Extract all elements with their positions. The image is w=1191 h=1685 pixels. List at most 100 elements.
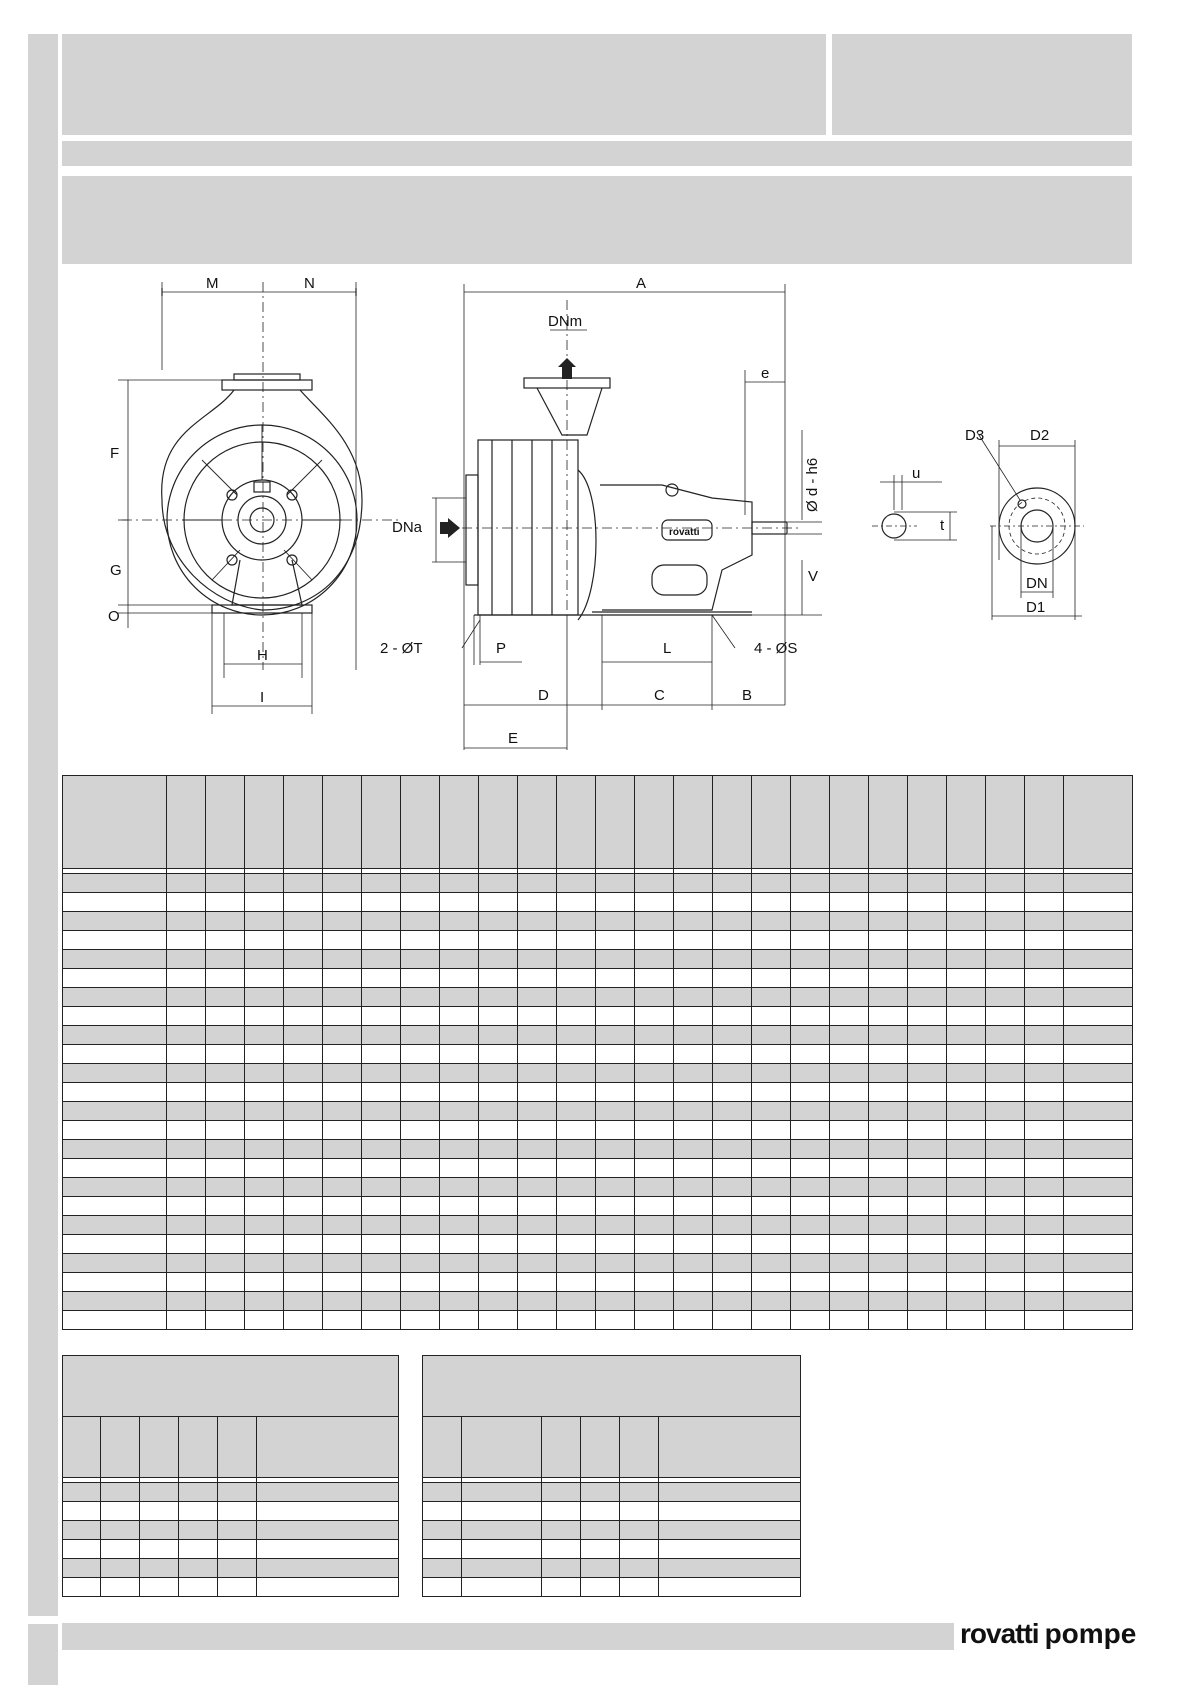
table-cell — [478, 1158, 518, 1178]
table-cell — [673, 1272, 713, 1292]
table-cell — [829, 1139, 869, 1159]
table-cell — [868, 1158, 908, 1178]
table-cell — [790, 930, 830, 950]
table-cell — [217, 1520, 257, 1540]
table-row — [62, 1177, 1133, 1197]
table-cell — [205, 873, 245, 893]
table-cell — [439, 1253, 479, 1273]
table-cell — [478, 1196, 518, 1216]
table-cell — [62, 1416, 101, 1478]
table-cell — [400, 1272, 440, 1292]
table-cell — [478, 775, 518, 869]
table-cell — [478, 1120, 518, 1140]
table-cell — [790, 1310, 830, 1330]
table-cell — [580, 1520, 620, 1540]
table-cell — [541, 1416, 581, 1478]
label-e: e — [761, 365, 769, 382]
table-cell — [751, 1101, 791, 1121]
table-cell — [868, 949, 908, 969]
table-row — [422, 1520, 802, 1540]
table-cell — [517, 968, 557, 988]
table-cell — [100, 1558, 140, 1578]
table-cell — [361, 1215, 401, 1235]
table-cell — [673, 1139, 713, 1159]
table-cell — [1063, 1177, 1133, 1197]
table-cell — [1063, 911, 1133, 931]
table-cell — [62, 1501, 101, 1521]
left-margin-strip-lower — [28, 1624, 58, 1685]
table-cell — [62, 1310, 167, 1330]
table-cell — [205, 1272, 245, 1292]
table-cell — [907, 1044, 947, 1064]
table-cell — [712, 930, 752, 950]
table-cell — [541, 1520, 581, 1540]
table-cell — [217, 1539, 257, 1559]
table-cell — [166, 1025, 206, 1045]
table-cell — [283, 987, 323, 1007]
table-cell — [205, 892, 245, 912]
table-cell — [205, 1120, 245, 1140]
table-cell — [439, 1139, 479, 1159]
table-cell — [751, 949, 791, 969]
table-cell — [790, 1272, 830, 1292]
table-cell — [400, 1234, 440, 1254]
table-cell — [166, 1044, 206, 1064]
table-cell — [62, 949, 167, 969]
table-cell — [439, 1025, 479, 1045]
table-cell — [673, 1158, 713, 1178]
table-cell — [790, 1291, 830, 1311]
table-cell — [166, 775, 206, 869]
table-cell — [62, 1120, 167, 1140]
label-N: N — [304, 275, 315, 292]
table-cell — [361, 873, 401, 893]
table-cell — [868, 1025, 908, 1045]
table-cell — [322, 1177, 362, 1197]
table-cell — [829, 930, 869, 950]
table-cell — [634, 930, 674, 950]
table-cell — [580, 1558, 620, 1578]
table-cell — [400, 1196, 440, 1216]
table-cell — [517, 1158, 557, 1178]
table-cell — [422, 1482, 462, 1502]
table-cell — [580, 1416, 620, 1478]
table-cell — [946, 1310, 986, 1330]
table-cell — [634, 1006, 674, 1026]
table-cell — [985, 1063, 1025, 1083]
table-cell — [205, 1006, 245, 1026]
pump-dimension-drawing: M N F G O H I A DNm DNa e Ø d - h6 V 2 -… — [108, 275, 1084, 750]
table-cell — [595, 1177, 635, 1197]
table-cell — [439, 968, 479, 988]
table-cell — [946, 949, 986, 969]
table-cell — [1063, 1044, 1133, 1064]
table-cell — [985, 1253, 1025, 1273]
table-cell — [595, 1196, 635, 1216]
table-cell — [439, 775, 479, 869]
table-cell — [255, 1416, 400, 1478]
table-cell — [712, 1177, 752, 1197]
table-cell — [712, 987, 752, 1007]
table-cell — [62, 1520, 101, 1540]
table-cell — [1024, 775, 1064, 869]
table-cell — [634, 1063, 674, 1083]
table-cell — [946, 930, 986, 950]
table-cell — [657, 1539, 802, 1559]
table-cell — [166, 949, 206, 969]
table-cell — [790, 1082, 830, 1102]
table-cell — [829, 968, 869, 988]
table-cell — [829, 1120, 869, 1140]
table-cell — [556, 1082, 596, 1102]
table-cell — [517, 1063, 557, 1083]
table-cell — [1063, 1025, 1133, 1045]
table-cell — [1024, 1310, 1064, 1330]
table-cell — [907, 1291, 947, 1311]
table-cell — [62, 1139, 167, 1159]
table-cell — [556, 1006, 596, 1026]
table-cell — [595, 1006, 635, 1026]
table-row — [62, 1139, 1133, 1159]
table-cell — [556, 930, 596, 950]
table-caption-row — [61, 1355, 400, 1417]
table-cell — [322, 949, 362, 969]
table-cell — [1063, 1063, 1133, 1083]
table-cell — [946, 1272, 986, 1292]
